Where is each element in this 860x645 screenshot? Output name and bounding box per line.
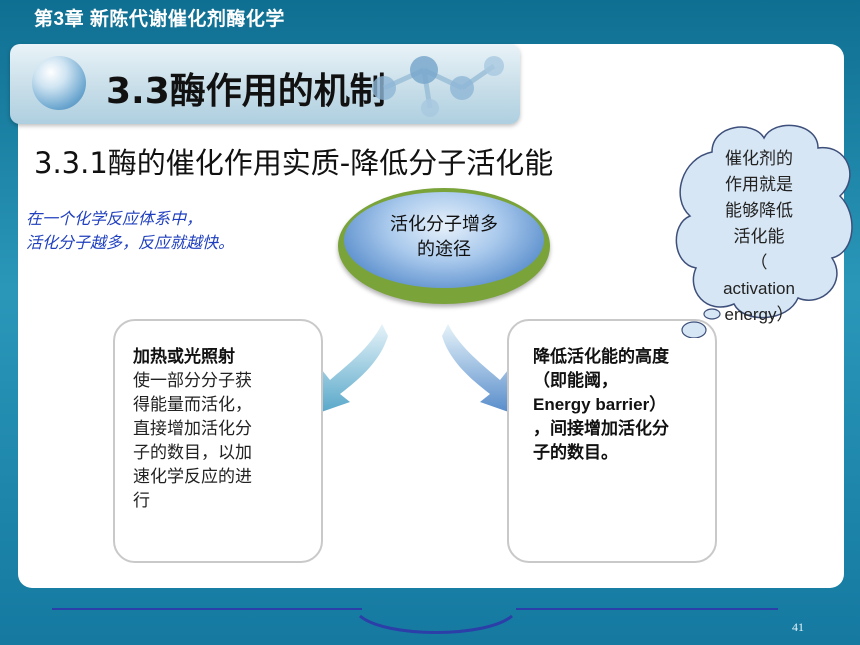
- thought-line: 能够降低: [725, 201, 793, 220]
- chapter-header: 第3章 新陈代谢催化剂酶化学: [34, 9, 285, 30]
- thought-line: 催化剂的: [725, 149, 793, 168]
- box-line: ，间接增加活化分: [533, 419, 669, 438]
- hub-label-line: 活化分子增多: [390, 214, 498, 234]
- thought-line: 活化能: [733, 227, 785, 246]
- box-line: 得能量而活化，: [133, 395, 252, 414]
- box-line: 使一部分分子获: [133, 371, 252, 390]
- hub-inner: 活化分子增多 的途径: [344, 192, 544, 288]
- box-line: 行: [133, 491, 150, 510]
- hub-label-line: 的途径: [417, 239, 471, 259]
- thought-line: （: [750, 253, 768, 272]
- thought-bubble-text: 催化剂的 作用就是 能够降低 活化能 （ activation energy）: [700, 146, 818, 328]
- page-number: 41: [792, 620, 804, 634]
- hub-ellipse: 活化分子增多 的途径: [338, 188, 550, 304]
- lower-activation-text: 降低活化能的高度 （即能阈， Energy barrier） ，间接增加活化分 …: [533, 345, 709, 465]
- right-curved-arrow-icon: [442, 324, 526, 418]
- hub-label: 活化分子增多 的途径: [344, 212, 544, 262]
- box-line: 降低活化能的高度: [533, 347, 669, 366]
- title-bar: 3.3酶作用的机制: [10, 44, 520, 124]
- molecule-icon: [372, 56, 504, 117]
- section-subtitle: 3.3.1酶的催化作用实质-降低分子活化能: [34, 146, 554, 180]
- intro-line: 在一个化学反应体系中，: [26, 211, 203, 228]
- box-line: 速化学反应的进: [133, 467, 252, 486]
- footer-curve: [359, 614, 513, 634]
- box-line: Energy barrier）: [533, 395, 667, 414]
- footer-line-left: [52, 608, 362, 610]
- thought-line: energy）: [724, 305, 794, 324]
- thought-line: 作用就是: [725, 175, 793, 194]
- box-line: 直接增加活化分: [133, 419, 252, 438]
- slide-title: 3.3酶作用的机制: [106, 71, 386, 112]
- box-line: 子的数目，以加: [133, 443, 252, 462]
- box-line: 子的数目。: [533, 443, 618, 462]
- left-curved-arrow-icon: [304, 324, 388, 418]
- intro-text: 在一个化学反应体系中， 活化分子越多，反应就越快。: [26, 208, 234, 256]
- thought-bubble: [675, 124, 853, 338]
- title-orb-icon: [32, 56, 86, 110]
- heating-method-heading: 加热或光照射: [133, 347, 235, 366]
- intro-line: 活化分子越多，反应就越快。: [26, 235, 235, 252]
- lower-activation-box: 降低活化能的高度 （即能阈， Energy barrier） ，间接增加活化分 …: [507, 319, 717, 563]
- heating-method-box: 加热或光照射 使一部分分子获 得能量而活化， 直接增加活化分 子的数目，以加 速…: [113, 319, 323, 563]
- thought-line: activation: [723, 279, 795, 298]
- heating-method-text: 加热或光照射 使一部分分子获 得能量而活化， 直接增加活化分 子的数目，以加 速…: [133, 345, 309, 513]
- footer-line-right: [516, 608, 778, 610]
- box-line: （即能阈，: [533, 371, 618, 390]
